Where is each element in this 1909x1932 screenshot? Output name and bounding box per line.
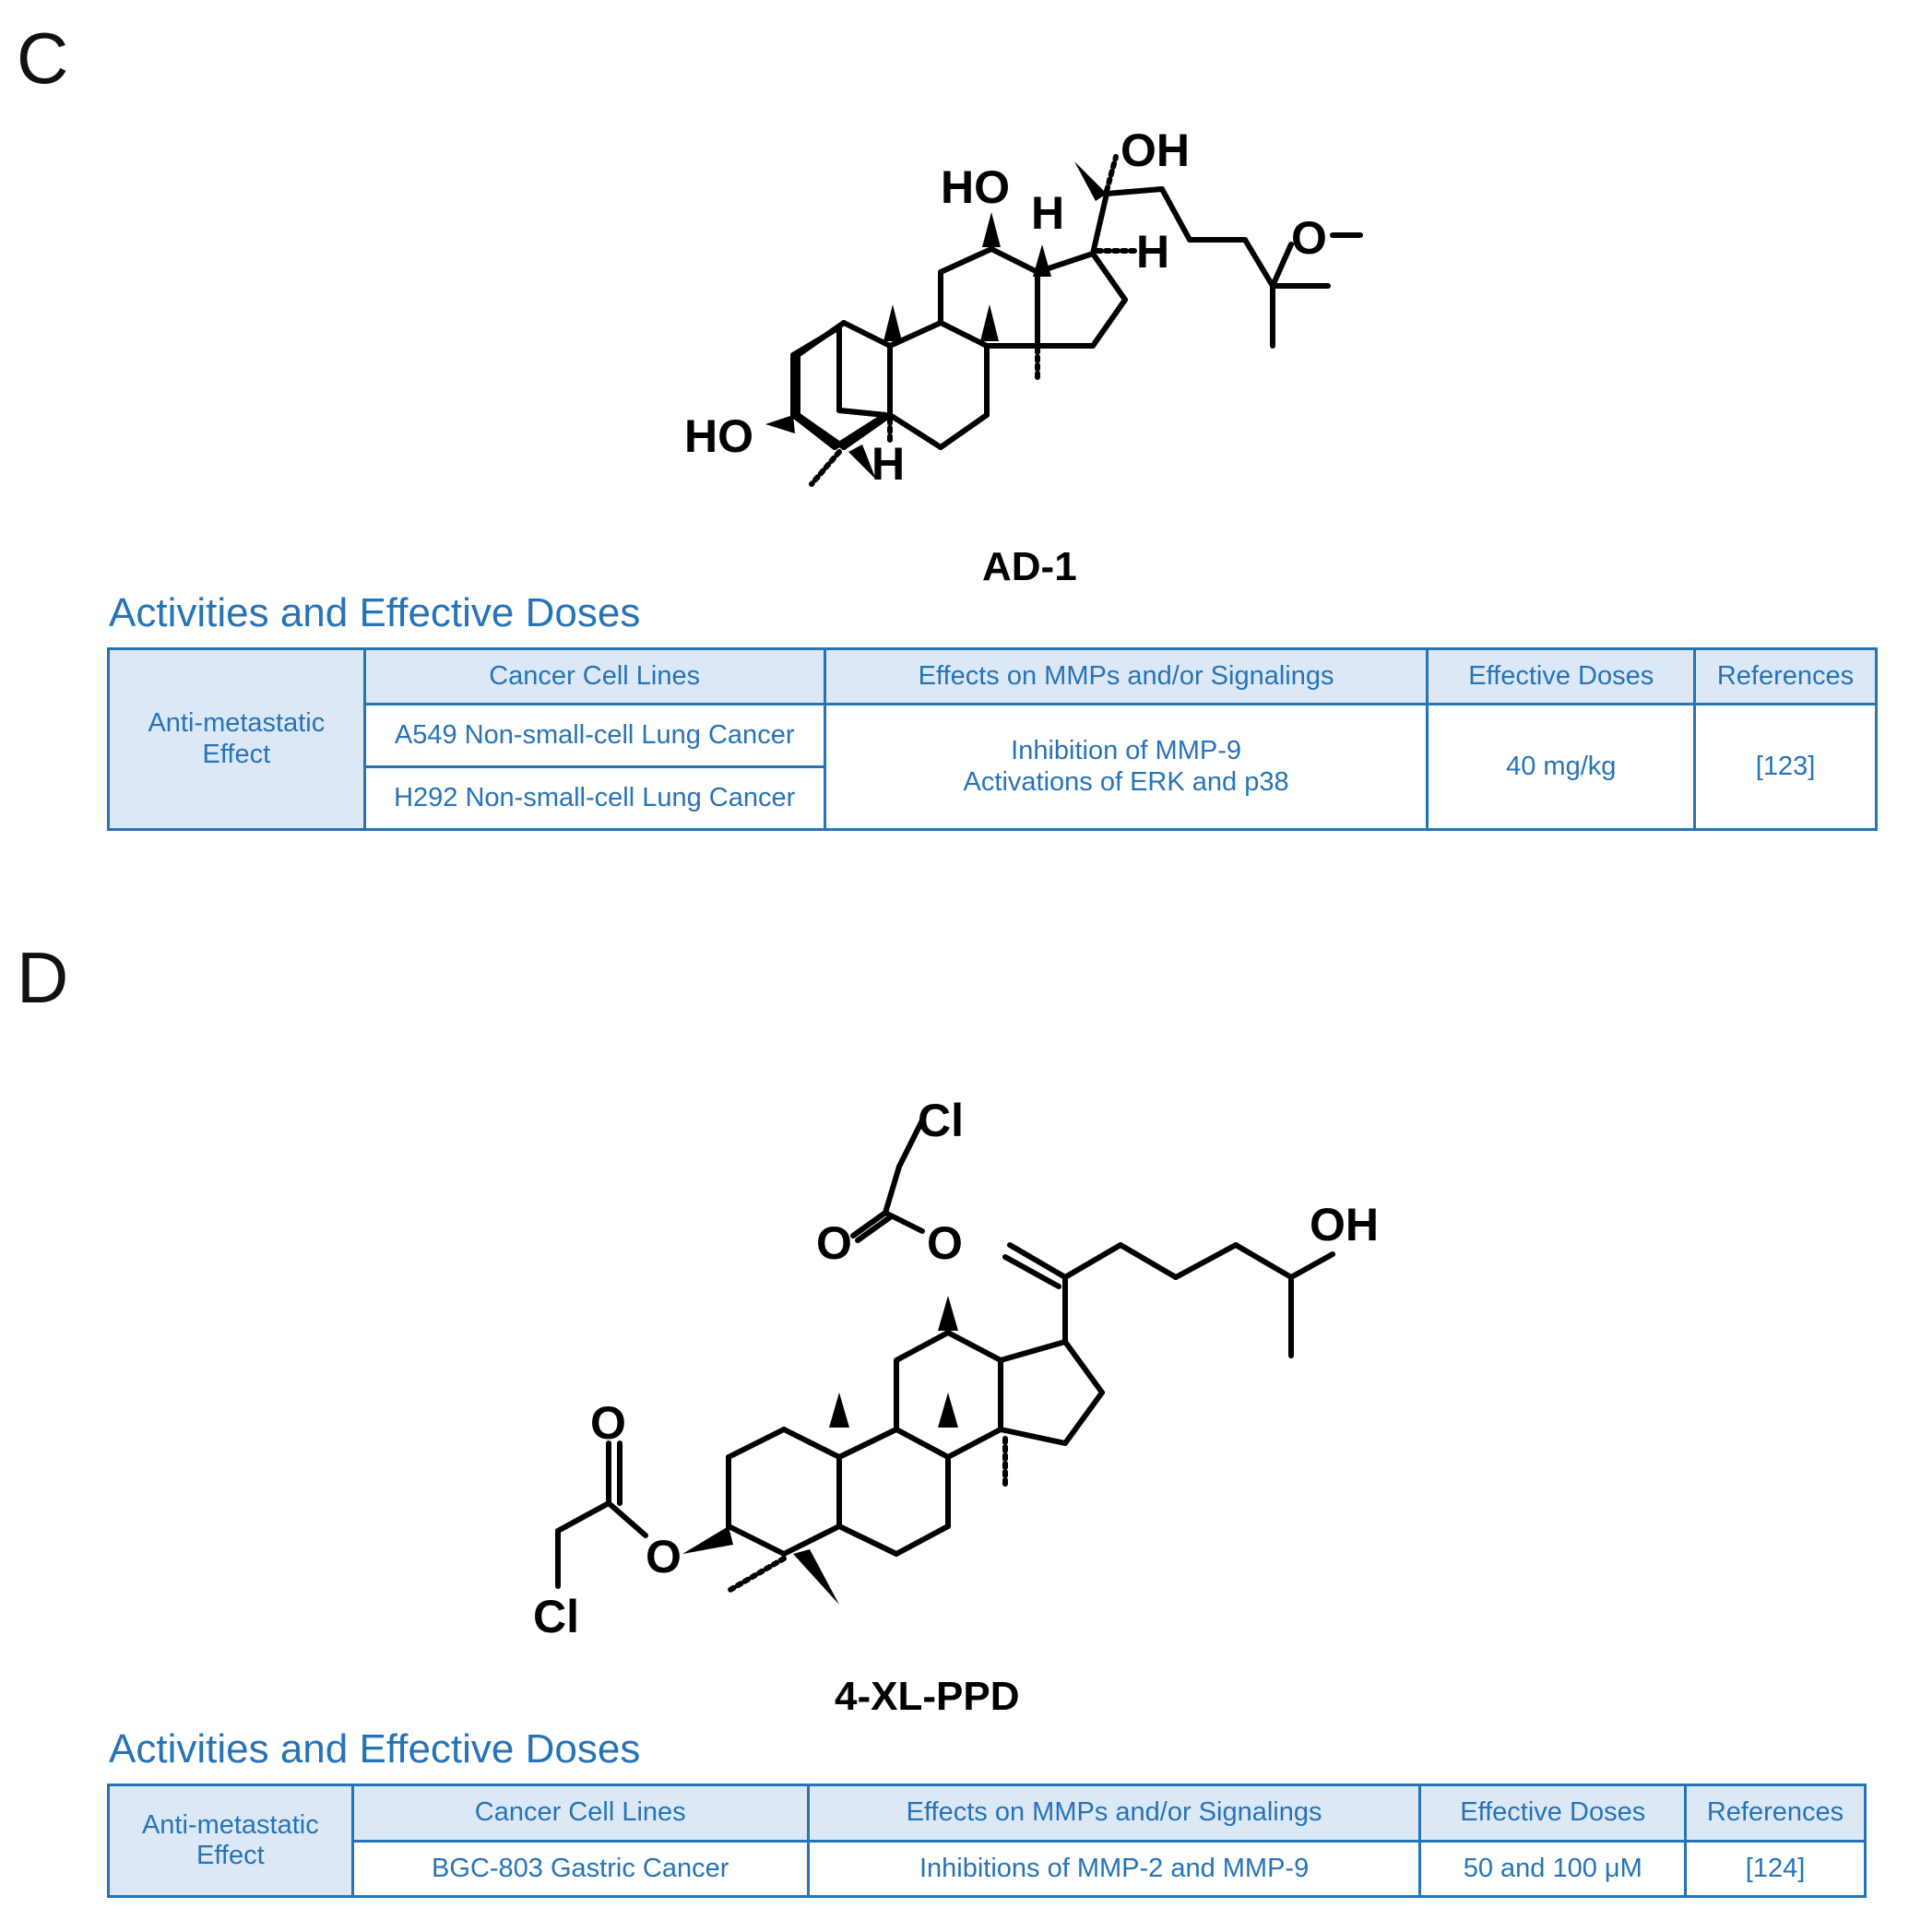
header-cell-lines: Cancer Cell Lines xyxy=(362,647,826,705)
atom-h-5: H xyxy=(872,438,905,490)
panel-label-c: C xyxy=(17,18,69,99)
dose-cell: 40 mg/kg xyxy=(1426,703,1697,831)
activities-table-d: Anti-metastatic Effect Cancer Cell Lines… xyxy=(107,1784,1867,1898)
atom-oh: OH xyxy=(1310,1199,1379,1250)
atom-oh: OH xyxy=(1120,124,1190,176)
atom-o-ether: O xyxy=(1291,212,1327,264)
atom-cl-top: Cl xyxy=(918,1095,964,1146)
compound-name-4-xl-ppd: 4-XL-PPD xyxy=(835,1674,1020,1719)
cell-line-h292: H292 Non-small-cell Lung Cancer xyxy=(362,765,826,831)
panel-label-d: D xyxy=(17,937,69,1018)
dose-cell: 50 and 100 μM xyxy=(1418,1839,1688,1898)
atom-o-ester-top: O xyxy=(927,1217,963,1269)
structure-4-xl-ppd: Cl O O OH O O Cl xyxy=(533,1095,1379,1642)
atom-cl-left: Cl xyxy=(533,1591,579,1642)
atom-o-carbonyl-top: O xyxy=(816,1217,852,1269)
atom-h-17: H xyxy=(1136,226,1169,278)
header-doses: Effective Doses xyxy=(1426,647,1697,705)
atom-ho-12: HO xyxy=(941,161,1010,213)
reference-cell: [123] xyxy=(1693,703,1878,831)
row-label-cell: Anti-metastatic Effect xyxy=(107,647,366,831)
effects-cell: Inhibition of MMP-9 Activations of ERK a… xyxy=(823,703,1429,831)
cell-line-bgc-803: BGC-803 Gastric Cancer xyxy=(350,1839,810,1898)
atom-o-carbonyl-left: O xyxy=(590,1397,626,1449)
header-cell-lines: Cancer Cell Lines xyxy=(350,1784,810,1843)
header-references: References xyxy=(1684,1784,1867,1843)
header-references: References xyxy=(1693,647,1878,705)
effect-line: Inhibition of MMP-9 xyxy=(1011,736,1241,766)
reference-cell: [124] xyxy=(1684,1839,1867,1898)
structure-ad-1: OH HO H H O HO H xyxy=(684,124,1363,490)
effect-line: Activations of ERK and p38 xyxy=(963,766,1289,797)
header-doses: Effective Doses xyxy=(1418,1784,1688,1843)
effects-cell: Inhibitions of MMP-2 and MMP-9 xyxy=(806,1839,1422,1898)
section-title-c: Activities and Effective Doses xyxy=(109,590,641,635)
row-label-cell: Anti-metastatic Effect xyxy=(107,1784,354,1898)
activities-table-c: Anti-metastatic Effect Cancer Cell Lines… xyxy=(107,647,1878,831)
section-title-d: Activities and Effective Doses xyxy=(109,1726,641,1772)
header-effects: Effects on MMPs and/or Signalings xyxy=(823,647,1429,705)
atom-h-13: H xyxy=(1031,187,1064,239)
atom-ho-3: HO xyxy=(684,410,753,462)
header-effects: Effects on MMPs and/or Signalings xyxy=(806,1784,1422,1843)
atom-o-ester-left: O xyxy=(646,1531,682,1582)
cell-line-a549: A549 Non-small-cell Lung Cancer xyxy=(362,703,826,768)
compound-name-ad-1: AD-1 xyxy=(982,544,1077,589)
